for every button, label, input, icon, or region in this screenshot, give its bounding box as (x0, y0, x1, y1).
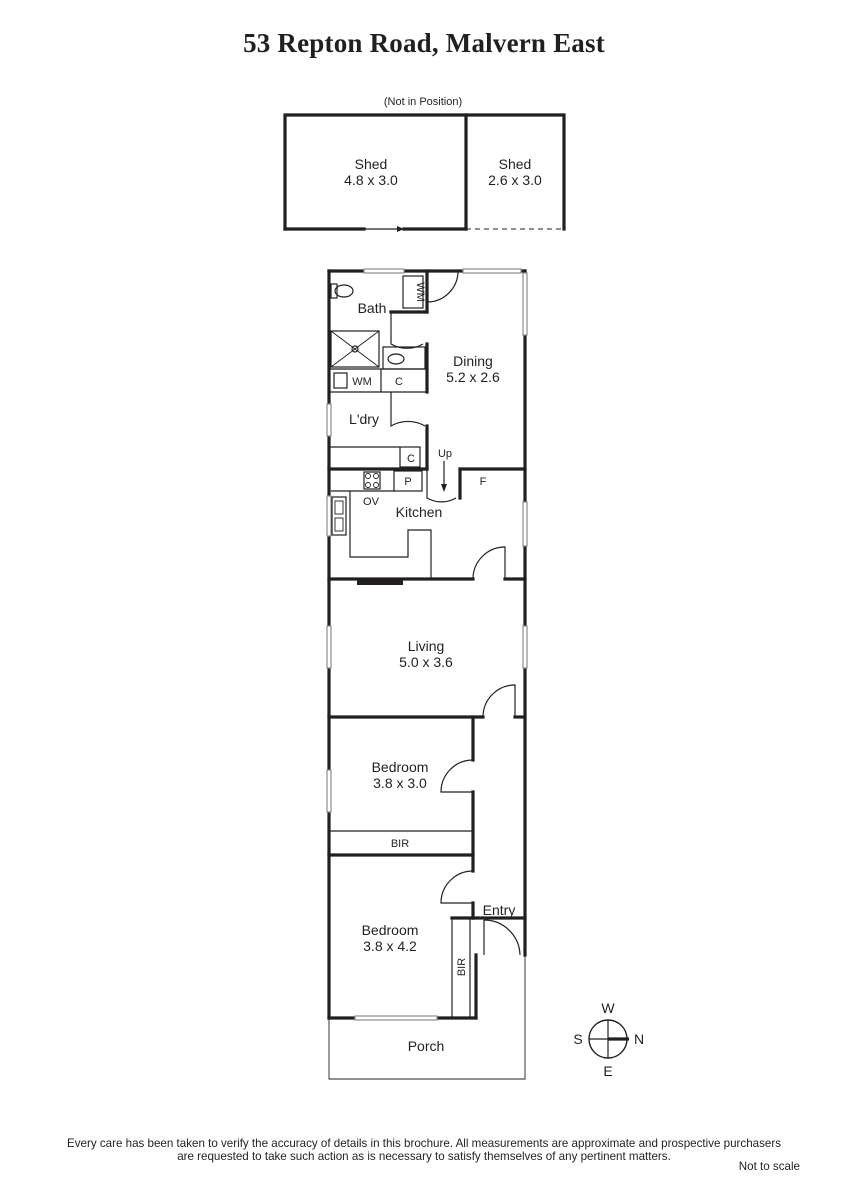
fridge-label: F (480, 476, 487, 488)
bedroom-2-bir-label: BIR (456, 958, 468, 976)
stairs-up-label: Up (438, 448, 452, 460)
doors (390, 270, 521, 956)
bedroom-1-size: 3.8 x 3.0 (373, 775, 427, 791)
bath-wm-label: WM (414, 282, 426, 302)
kitchen-label: Kitchen (396, 504, 443, 520)
shed-1-size: 4.8 x 3.0 (344, 172, 398, 188)
compass-north: N (634, 1031, 644, 1047)
shed-1-name: Shed (355, 156, 388, 172)
bathroom-fixtures (330, 275, 426, 389)
interior-walls (327, 269, 527, 1018)
not-to-scale-note: Not to scale (738, 1160, 800, 1173)
bath-label: Bath (358, 300, 387, 316)
oven-label: OV (363, 496, 380, 508)
kitchen-fixtures (331, 446, 447, 585)
dining-size: 5.2 x 2.6 (446, 369, 500, 385)
floor-plan: (Not in Position) Shed 4.8 x 3.0 Shed 2.… (283, 96, 644, 1080)
plan-title: 53 Repton Road, Malvern East (243, 28, 605, 58)
linen-cupboard-label: C (395, 376, 403, 388)
pantry-label: P (404, 476, 411, 488)
dining-label: Dining (453, 353, 493, 369)
compass-west: W (601, 1000, 615, 1016)
bedroom-1-label: Bedroom (372, 759, 429, 775)
bedroom-1-bir-label: BIR (391, 838, 409, 850)
laundry-wm-label: WM (352, 376, 372, 388)
cupboard-label: C (407, 453, 415, 465)
compass-icon (588, 1019, 629, 1059)
disclaimer-line-2: are requested to take such action as is … (177, 1150, 671, 1163)
shed-2-name: Shed (499, 156, 532, 172)
disclaimer: Every care has been taken to verify the … (0, 1137, 848, 1163)
entry-label: Entry (483, 902, 516, 918)
windows (326, 268, 528, 1021)
compass-south: S (573, 1031, 582, 1047)
bedroom-2-label: Bedroom (362, 922, 419, 938)
shed-outline (283, 113, 566, 232)
bedroom-2-size: 3.8 x 4.2 (363, 938, 417, 954)
living-size: 5.0 x 3.6 (399, 654, 453, 670)
disclaimer-line-1: Every care has been taken to verify the … (66, 1137, 782, 1150)
compass-east: E (603, 1063, 612, 1079)
living-label: Living (408, 638, 445, 654)
laundry-label: L'dry (349, 411, 379, 427)
porch-outline (328, 955, 526, 1080)
porch-label: Porch (408, 1038, 445, 1054)
shed-2-size: 2.6 x 3.0 (488, 172, 542, 188)
not-in-position-note: (Not in Position) (384, 96, 462, 108)
